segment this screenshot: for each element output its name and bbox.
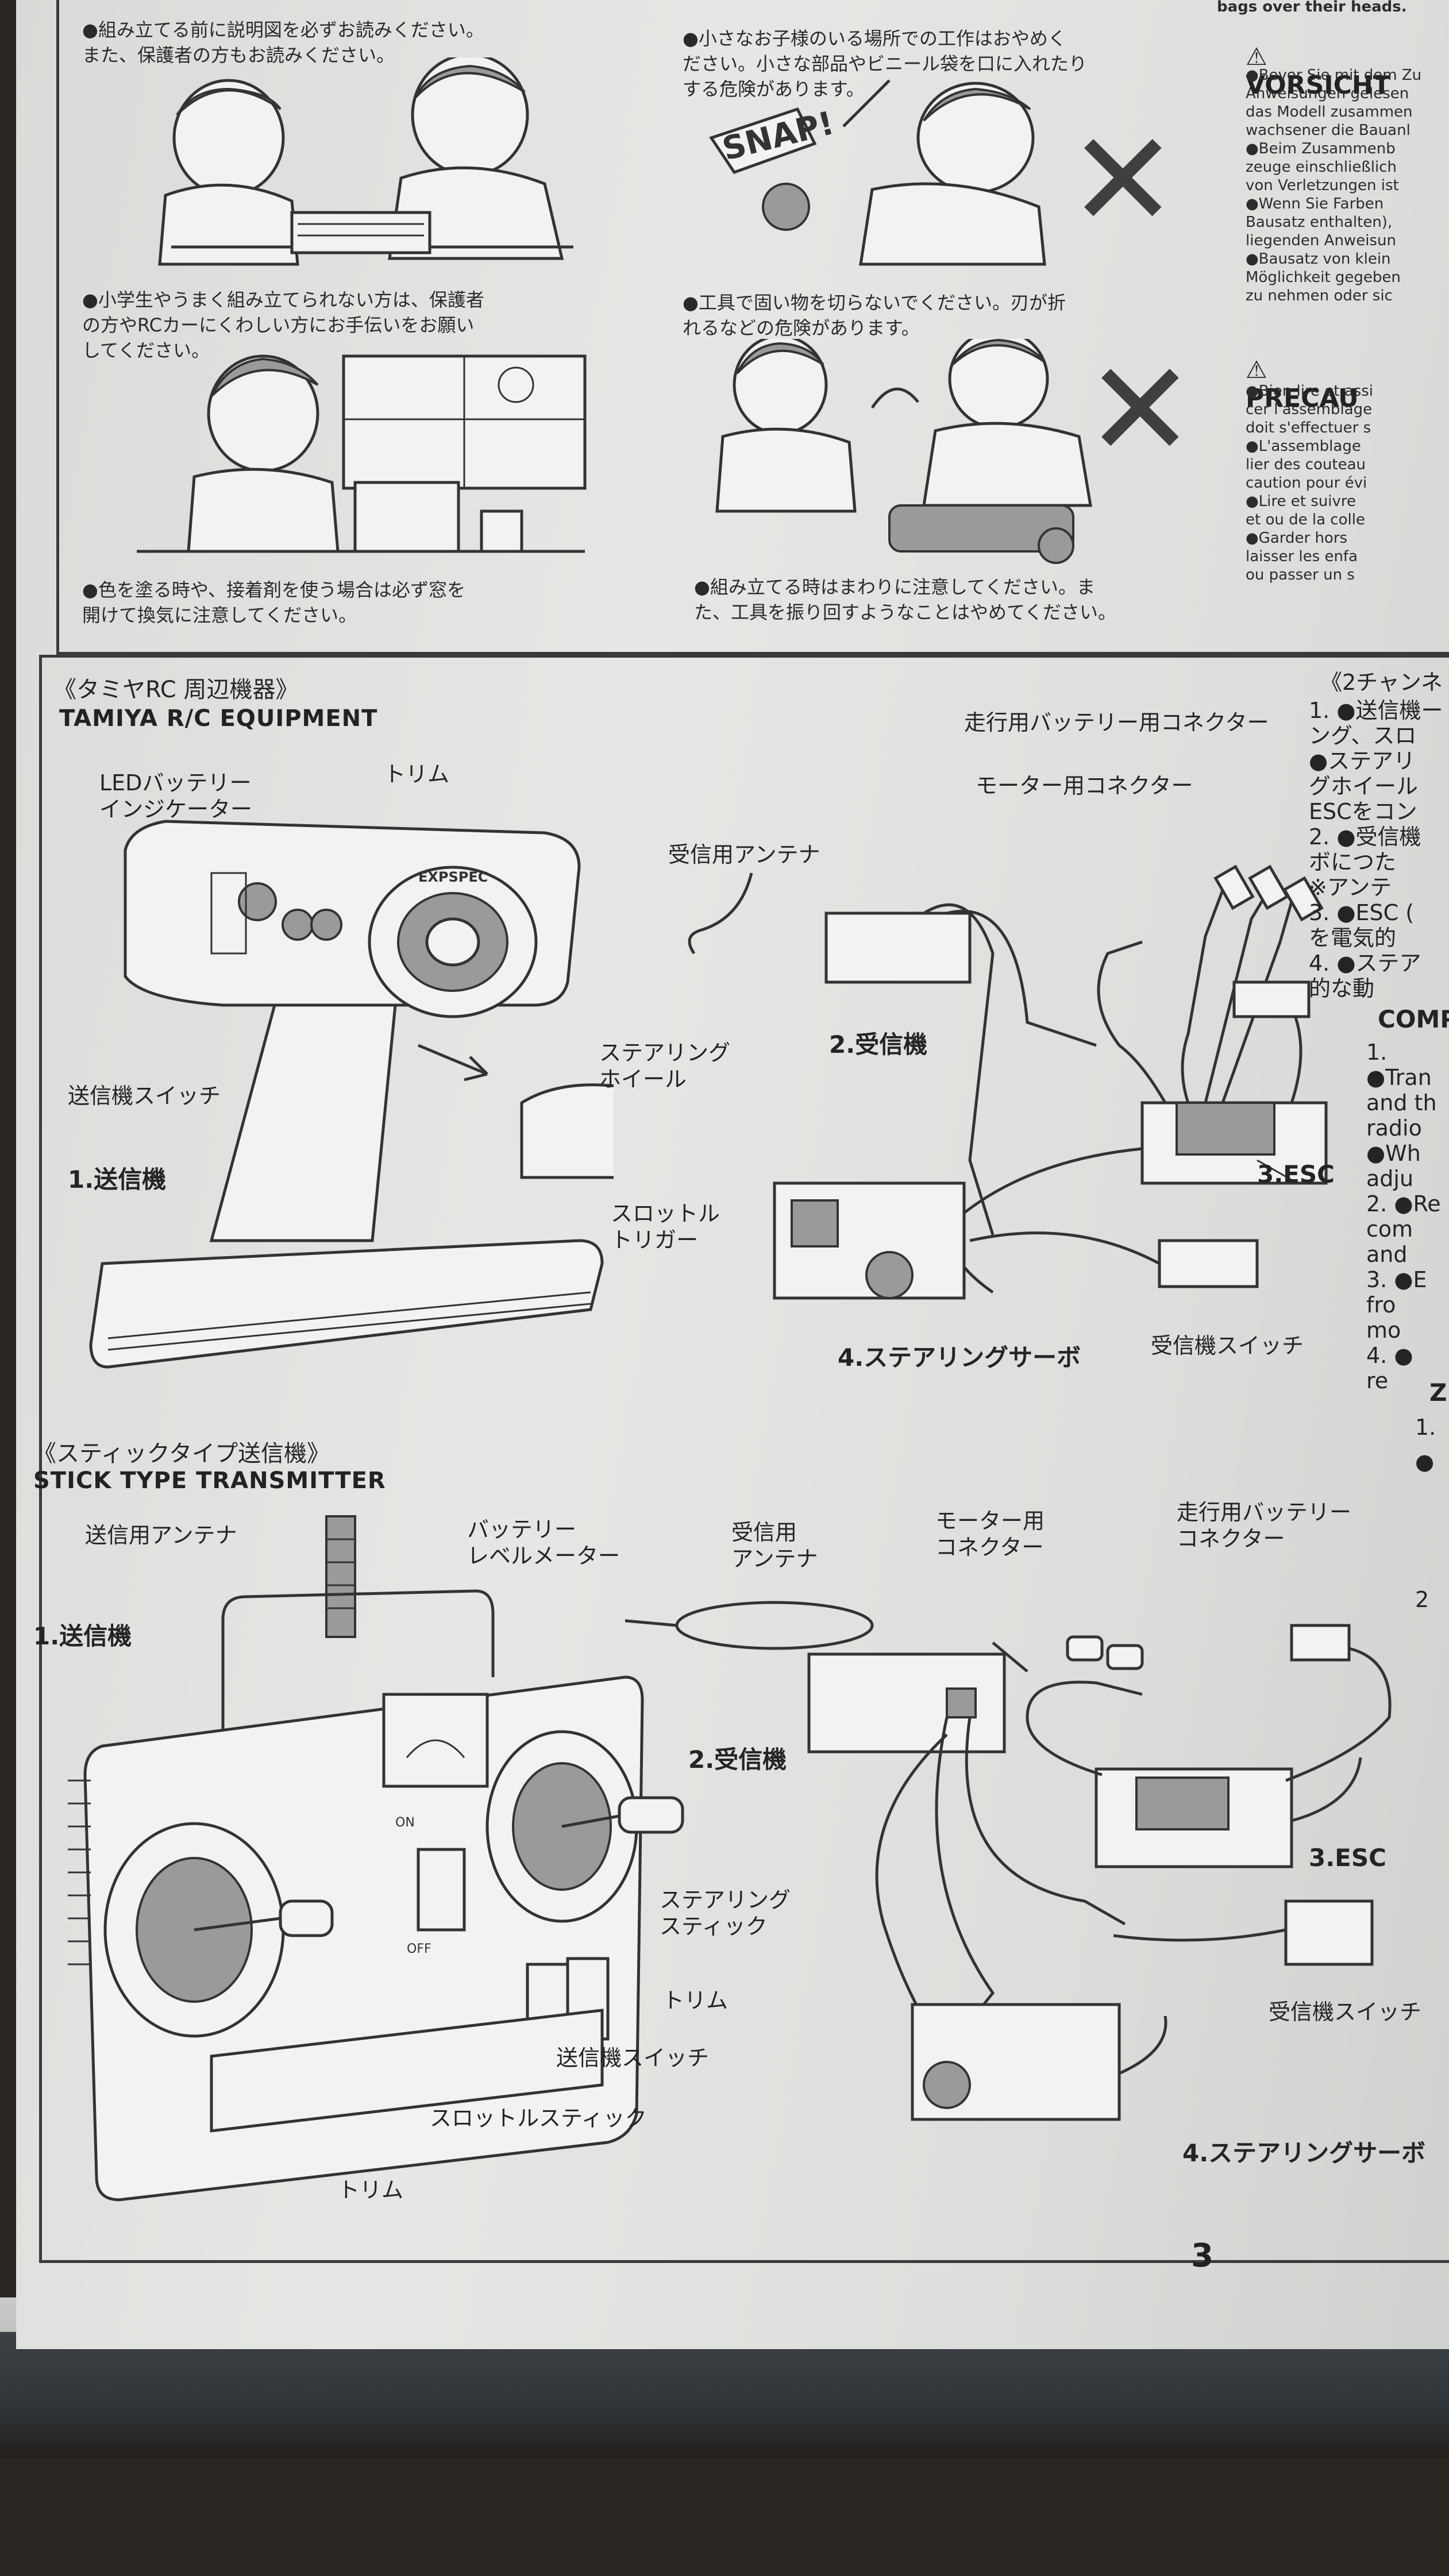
stick-label-throttle-stick: スロットルスティック — [430, 2106, 647, 2131]
equipment-box — [39, 655, 1449, 2263]
caution-top-right-fragment: bags over their heads. — [1217, 0, 1407, 16]
caution-surroundings: ●組み立てる時はまわりに注意してください。ま た、工具を振り回すようなことはやめ… — [694, 576, 1117, 623]
caution-small-children: ●小さなお子様のいる場所での工作はおやめく ださい。小さな部品やビニール袋を口に… — [683, 28, 1088, 100]
switch-off-label: OFF — [407, 1942, 431, 1956]
rc-equipment-title-en: TAMIYA R/C EQUIPMENT — [59, 705, 378, 732]
wrong-mark-1: ✕ — [1068, 104, 1178, 257]
caution-ask-parents: ●小学生やうまく組み立てられない方は、保護者 の方やRCカーにくわしい方にお手伝… — [82, 289, 484, 361]
wrong-mark-2: ✕ — [1085, 334, 1196, 487]
stick-label-receiver-antenna: 受信用 アンテナ — [731, 1520, 818, 1571]
rc-equipment-title-jp: 《タミヤRC 周辺機器》 — [53, 677, 299, 703]
label-trim: トリム — [384, 762, 450, 787]
stick-label-trim: トリム — [662, 1988, 729, 2013]
stick-label-transmitter: 1.送信機 — [33, 1622, 132, 1650]
label-esc: 3.ESC — [1257, 1160, 1335, 1188]
stick-label-steering-stick: ステアリング スティック — [660, 1887, 791, 1939]
warning-triangle-icon: ⚠ — [1246, 43, 1267, 71]
page-number: 3 — [1191, 2237, 1213, 2274]
warning-triangle-icon: ⚠ — [1246, 356, 1267, 384]
caution-hard-objects: ●工具で固い物を切らないでください。刃が折 れるなどの危険があります。 — [683, 292, 1066, 339]
caution-read-instructions: ●組み立てる前に説明図を必ずお読みください。 また、保護者の方もお読みください。 — [82, 19, 484, 66]
right-column-z-heading: Z — [1429, 1378, 1447, 1407]
right-column-en-text: 1. ●Tran and th radio ●Wh adju 2. ●Re co… — [1366, 1040, 1441, 1393]
illustration-painting — [137, 354, 587, 553]
illustration-swinging-tools — [715, 339, 1092, 564]
stick-label-battery-connector: 走行用バッテリー コネクター — [1177, 1500, 1352, 1551]
precaution-text: ●Bien lire et assi cer l'assemblage doit… — [1246, 383, 1374, 584]
label-battery-connector: 走行用バッテリー用コネクター — [964, 710, 1269, 735]
stick-label-receiver: 2.受信機 — [688, 1745, 787, 1774]
vorsicht-text: ●Bevor Sie mit dem Zu Anweisungen gelese… — [1246, 67, 1422, 304]
label-receiver-switch: 受信機スイッチ — [1151, 1333, 1304, 1358]
label-receiver: 2.受信機 — [829, 1030, 928, 1059]
wheel-transmitter-illustration: EXPSPEC — [89, 820, 614, 1369]
stick-label-motor-connector: モーター用 コネクター — [935, 1508, 1045, 1560]
transmitter-brand-label: EXPSPEC — [418, 869, 488, 885]
vorsicht-heading: ⚠ VORSICHT — [1246, 43, 1390, 100]
stick-label-esc: 3.ESC — [1309, 1844, 1386, 1872]
stick-label-battery-level-meter: バッテリー レベルメーター — [467, 1517, 621, 1569]
label-steering-servo: 4.ステアリングサーボ — [838, 1343, 1081, 1372]
electronics-diagram-bottom — [625, 1601, 1392, 2121]
precaution-heading: ⚠ PRECAU — [1246, 356, 1359, 413]
label-steering-wheel: ステアリング ホイール — [599, 1040, 731, 1092]
manual-page: ●組み立てる前に説明図を必ずお読みください。 また、保護者の方もお読みください。… — [16, 0, 1449, 2349]
stick-transmitter-title-en: STICK TYPE TRANSMITTER — [33, 1467, 386, 1494]
right-column-en-heading: COMP — [1378, 1005, 1449, 1033]
label-led-indicator: LEDバッテリー インジケーター — [99, 770, 253, 822]
electronics-diagram-top — [688, 864, 1328, 1300]
desk-background — [0, 2332, 1449, 2458]
stick-label-receiver-switch: 受信機スイッチ — [1269, 1999, 1422, 2025]
illustration-reading-instructions — [158, 57, 573, 266]
caution-box — [56, 0, 1449, 655]
stick-label-trim-bottom: トリム — [338, 2177, 404, 2203]
label-motor-connector: モーター用コネクター — [976, 773, 1193, 798]
stick-transmitter-title-jp: 《スティックタイプ送信機》 — [33, 1440, 330, 1467]
stick-label-transmitter-antenna: 送信用アンテナ — [85, 1523, 237, 1548]
label-receiver-antenna: 受信用アンテナ — [668, 842, 820, 867]
switch-on-label: ON — [395, 1816, 415, 1830]
label-transmitter-switch: 送信機スイッチ — [68, 1083, 221, 1109]
right-column-jp-text: 1. ●送信機ー ング、スロ ●ステアリ グホイール ESCをコン 2. ●受信… — [1309, 698, 1443, 1001]
caution-ventilation: ●色を塗る時や、接着剤を使う場合は必ず窓を 開けて換気に注意してください。 — [82, 579, 465, 626]
stick-transmitter-illustration: ON OFF — [68, 1515, 684, 2202]
illustration-snap: SNAP! — [709, 79, 1046, 266]
stick-label-steering-servo: 4.ステアリングサーボ — [1182, 2139, 1426, 2167]
label-transmitter: 1.送信機 — [68, 1165, 167, 1194]
stick-label-transmitter-switch: 送信機スイッチ — [556, 2045, 710, 2071]
right-column-z-text: 1. ● 2 — [1415, 1415, 1436, 1612]
label-throttle-trigger: スロットル トリガー — [611, 1201, 720, 1253]
right-column-jp-heading: 《2チャンネ — [1320, 670, 1443, 695]
